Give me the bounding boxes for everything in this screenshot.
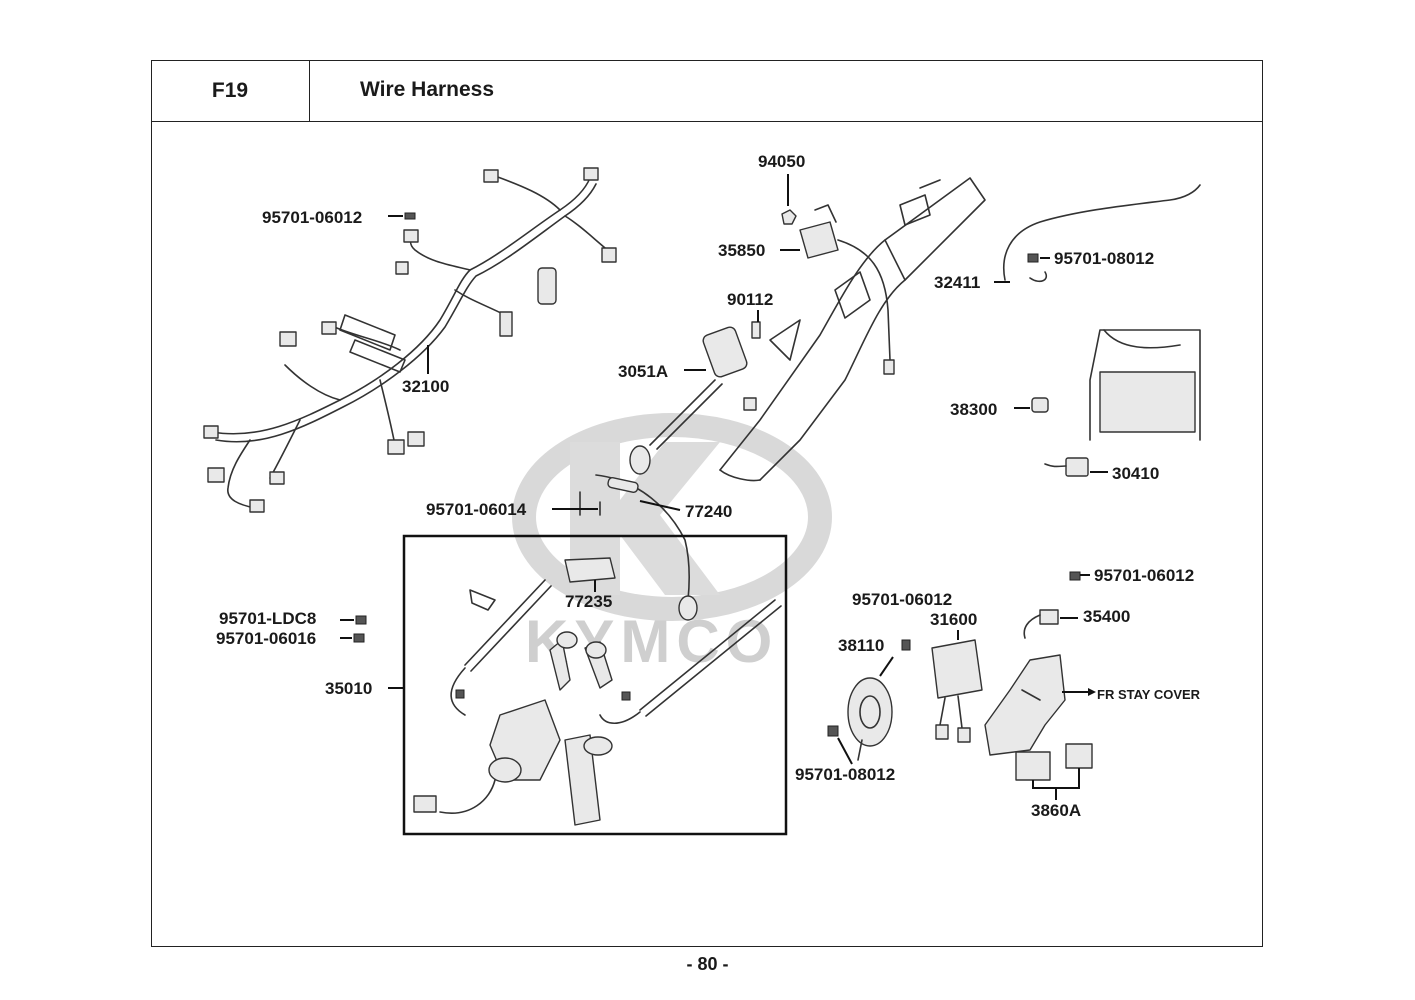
callout-95701-06012-b: 95701-06012 — [852, 590, 952, 609]
callout-30410: 30410 — [1112, 464, 1159, 483]
callout-95701-06012-c: 95701-06012 — [1094, 566, 1194, 585]
callout-95701-LDC8: 95701-LDC8 — [219, 609, 316, 628]
leader-lines — [340, 174, 1108, 800]
figure-code: F19 — [151, 60, 310, 122]
callout-95701-08012-a: 95701-08012 — [1054, 249, 1154, 268]
callout-35010: 35010 — [325, 679, 372, 698]
callout-fr-stay-cover: FR STAY COVER — [1097, 687, 1201, 702]
callout-95701-06014: 95701-06014 — [426, 500, 527, 519]
callout-94050: 94050 — [758, 152, 805, 171]
callout-77240: 77240 — [685, 502, 732, 521]
callout-95701-06016: 95701-06016 — [216, 629, 316, 648]
switch-35400 — [1023, 609, 1059, 639]
callout-95701-06012-a: 95701-06012 — [262, 208, 362, 227]
callout-3051A: 3051A — [618, 362, 668, 381]
relays-3860A — [1015, 743, 1093, 781]
callout-3860A: 3860A — [1031, 801, 1081, 820]
page-number: - 80 - — [686, 954, 729, 974]
callout-35400: 35400 — [1083, 607, 1130, 626]
horn-38110 — [847, 677, 893, 761]
regulator-31600 — [931, 639, 983, 743]
callout-31600: 31600 — [930, 610, 977, 629]
figure-title: Wire Harness — [360, 78, 495, 101]
header-divider — [310, 121, 1263, 122]
wire-harness-32100 — [203, 167, 617, 513]
callout-labels: 95701-06012 32100 94050 35850 90112 3051… — [216, 152, 1201, 820]
callout-38300: 38300 — [950, 400, 997, 419]
fr-stay-cover-bracket — [984, 654, 1066, 756]
callout-77235: 77235 — [565, 592, 612, 611]
callout-95701-08012-b: 95701-08012 — [795, 765, 895, 784]
frame-body-tube — [719, 177, 986, 482]
screws — [353, 212, 1081, 737]
lock-set-35010 — [413, 557, 782, 826]
callout-35850: 35850 — [718, 241, 765, 260]
diagram-frame — [151, 60, 1263, 947]
callout-32411: 32411 — [934, 273, 980, 292]
callout-90112: 90112 — [727, 290, 773, 309]
bracket-35850 — [781, 204, 895, 375]
lock-set-35010-box — [402, 534, 788, 836]
ignition-coil-3051A — [629, 321, 761, 475]
cable-32411 — [1003, 184, 1201, 283]
callout-38110: 38110 — [838, 636, 884, 655]
battery-box — [1031, 329, 1201, 477]
callout-32100: 32100 — [402, 377, 449, 396]
kymco-watermark: KYMCO — [512, 413, 832, 675]
